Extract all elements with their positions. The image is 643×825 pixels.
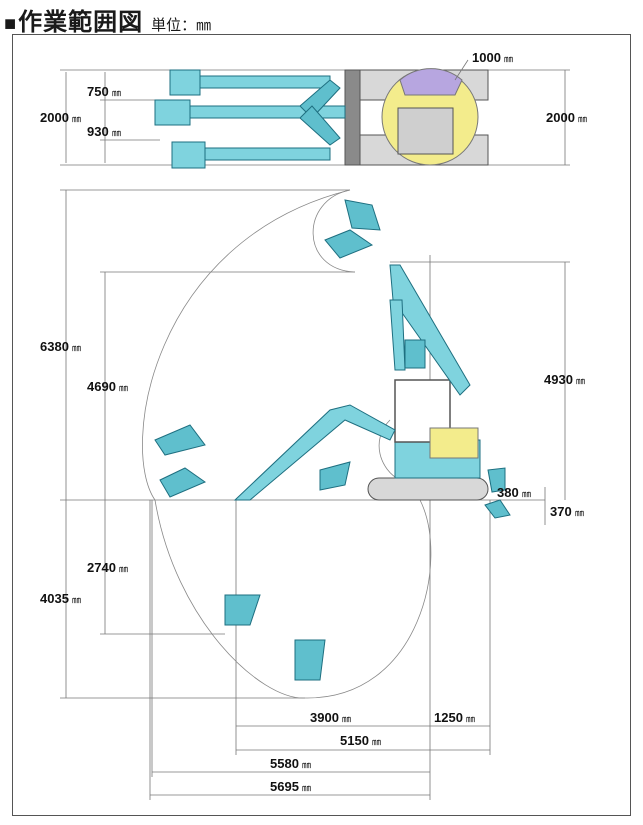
top-width-right-unit: ㎜ (578, 114, 587, 124)
reach-e-label: 5695 (270, 779, 299, 794)
blade-up-label: 380 (497, 485, 519, 500)
reach-b-unit: ㎜ (466, 714, 475, 724)
tail-radius-unit: ㎜ (504, 54, 513, 64)
top-view: 2000 ㎜ 750 ㎜ 930 ㎜ 1000 ㎜ 2000 ㎜ (40, 50, 587, 169)
page-title: 作業範囲図 (18, 9, 144, 36)
top-width-left-label: 2000 (40, 110, 69, 125)
reach-d-unit: ㎜ (302, 760, 311, 770)
top-width-left-unit: ㎜ (72, 114, 81, 124)
reach-d-label: 5580 (270, 756, 299, 771)
top-offset-upper-label: 750 (87, 84, 109, 99)
blade-down-unit: ㎜ (575, 508, 584, 518)
height-at-boom-label: 4930 (544, 372, 573, 387)
top-offset-lower-unit: ㎜ (112, 128, 121, 138)
side-view: 6380 ㎜ 4690 ㎜ 4930 ㎜ 380 ㎜ 370 ㎜ 2740 ㎜ … (40, 189, 585, 800)
max-reach-height-label: 6380 (40, 339, 69, 354)
dump-height-label: 4690 (87, 379, 116, 394)
reach-a-unit: ㎜ (342, 714, 351, 724)
vertical-dig-depth-label: 2740 (87, 560, 116, 575)
reach-e-unit: ㎜ (302, 783, 311, 793)
page-header: ■ 作業範囲図 単位：㎜ (4, 2, 212, 36)
reach-c-label: 5150 (340, 733, 369, 748)
vertical-dig-depth-unit: ㎜ (119, 564, 128, 574)
height-at-boom-unit: ㎜ (576, 376, 585, 386)
reach-c-unit: ㎜ (372, 737, 381, 747)
tail-radius-label: 1000 (472, 50, 501, 65)
blade-up-unit: ㎜ (522, 489, 531, 499)
top-offset-upper-unit: ㎜ (112, 88, 121, 98)
top-width-right-label: 2000 (546, 110, 575, 125)
reach-a-label: 3900 (310, 710, 339, 725)
max-dig-depth-label: 4035 (40, 591, 69, 606)
blade-down-label: 370 (550, 504, 572, 519)
reach-b-label: 1250 (434, 710, 463, 725)
diagram-frame (12, 34, 631, 816)
unit-label: 単位：㎜ (151, 17, 212, 34)
dump-height-unit: ㎜ (119, 383, 128, 393)
top-offset-lower-label: 930 (87, 124, 109, 139)
header-marker: ■ (4, 13, 17, 35)
max-dig-depth-unit: ㎜ (72, 595, 81, 605)
max-reach-height-unit: ㎜ (72, 343, 81, 353)
